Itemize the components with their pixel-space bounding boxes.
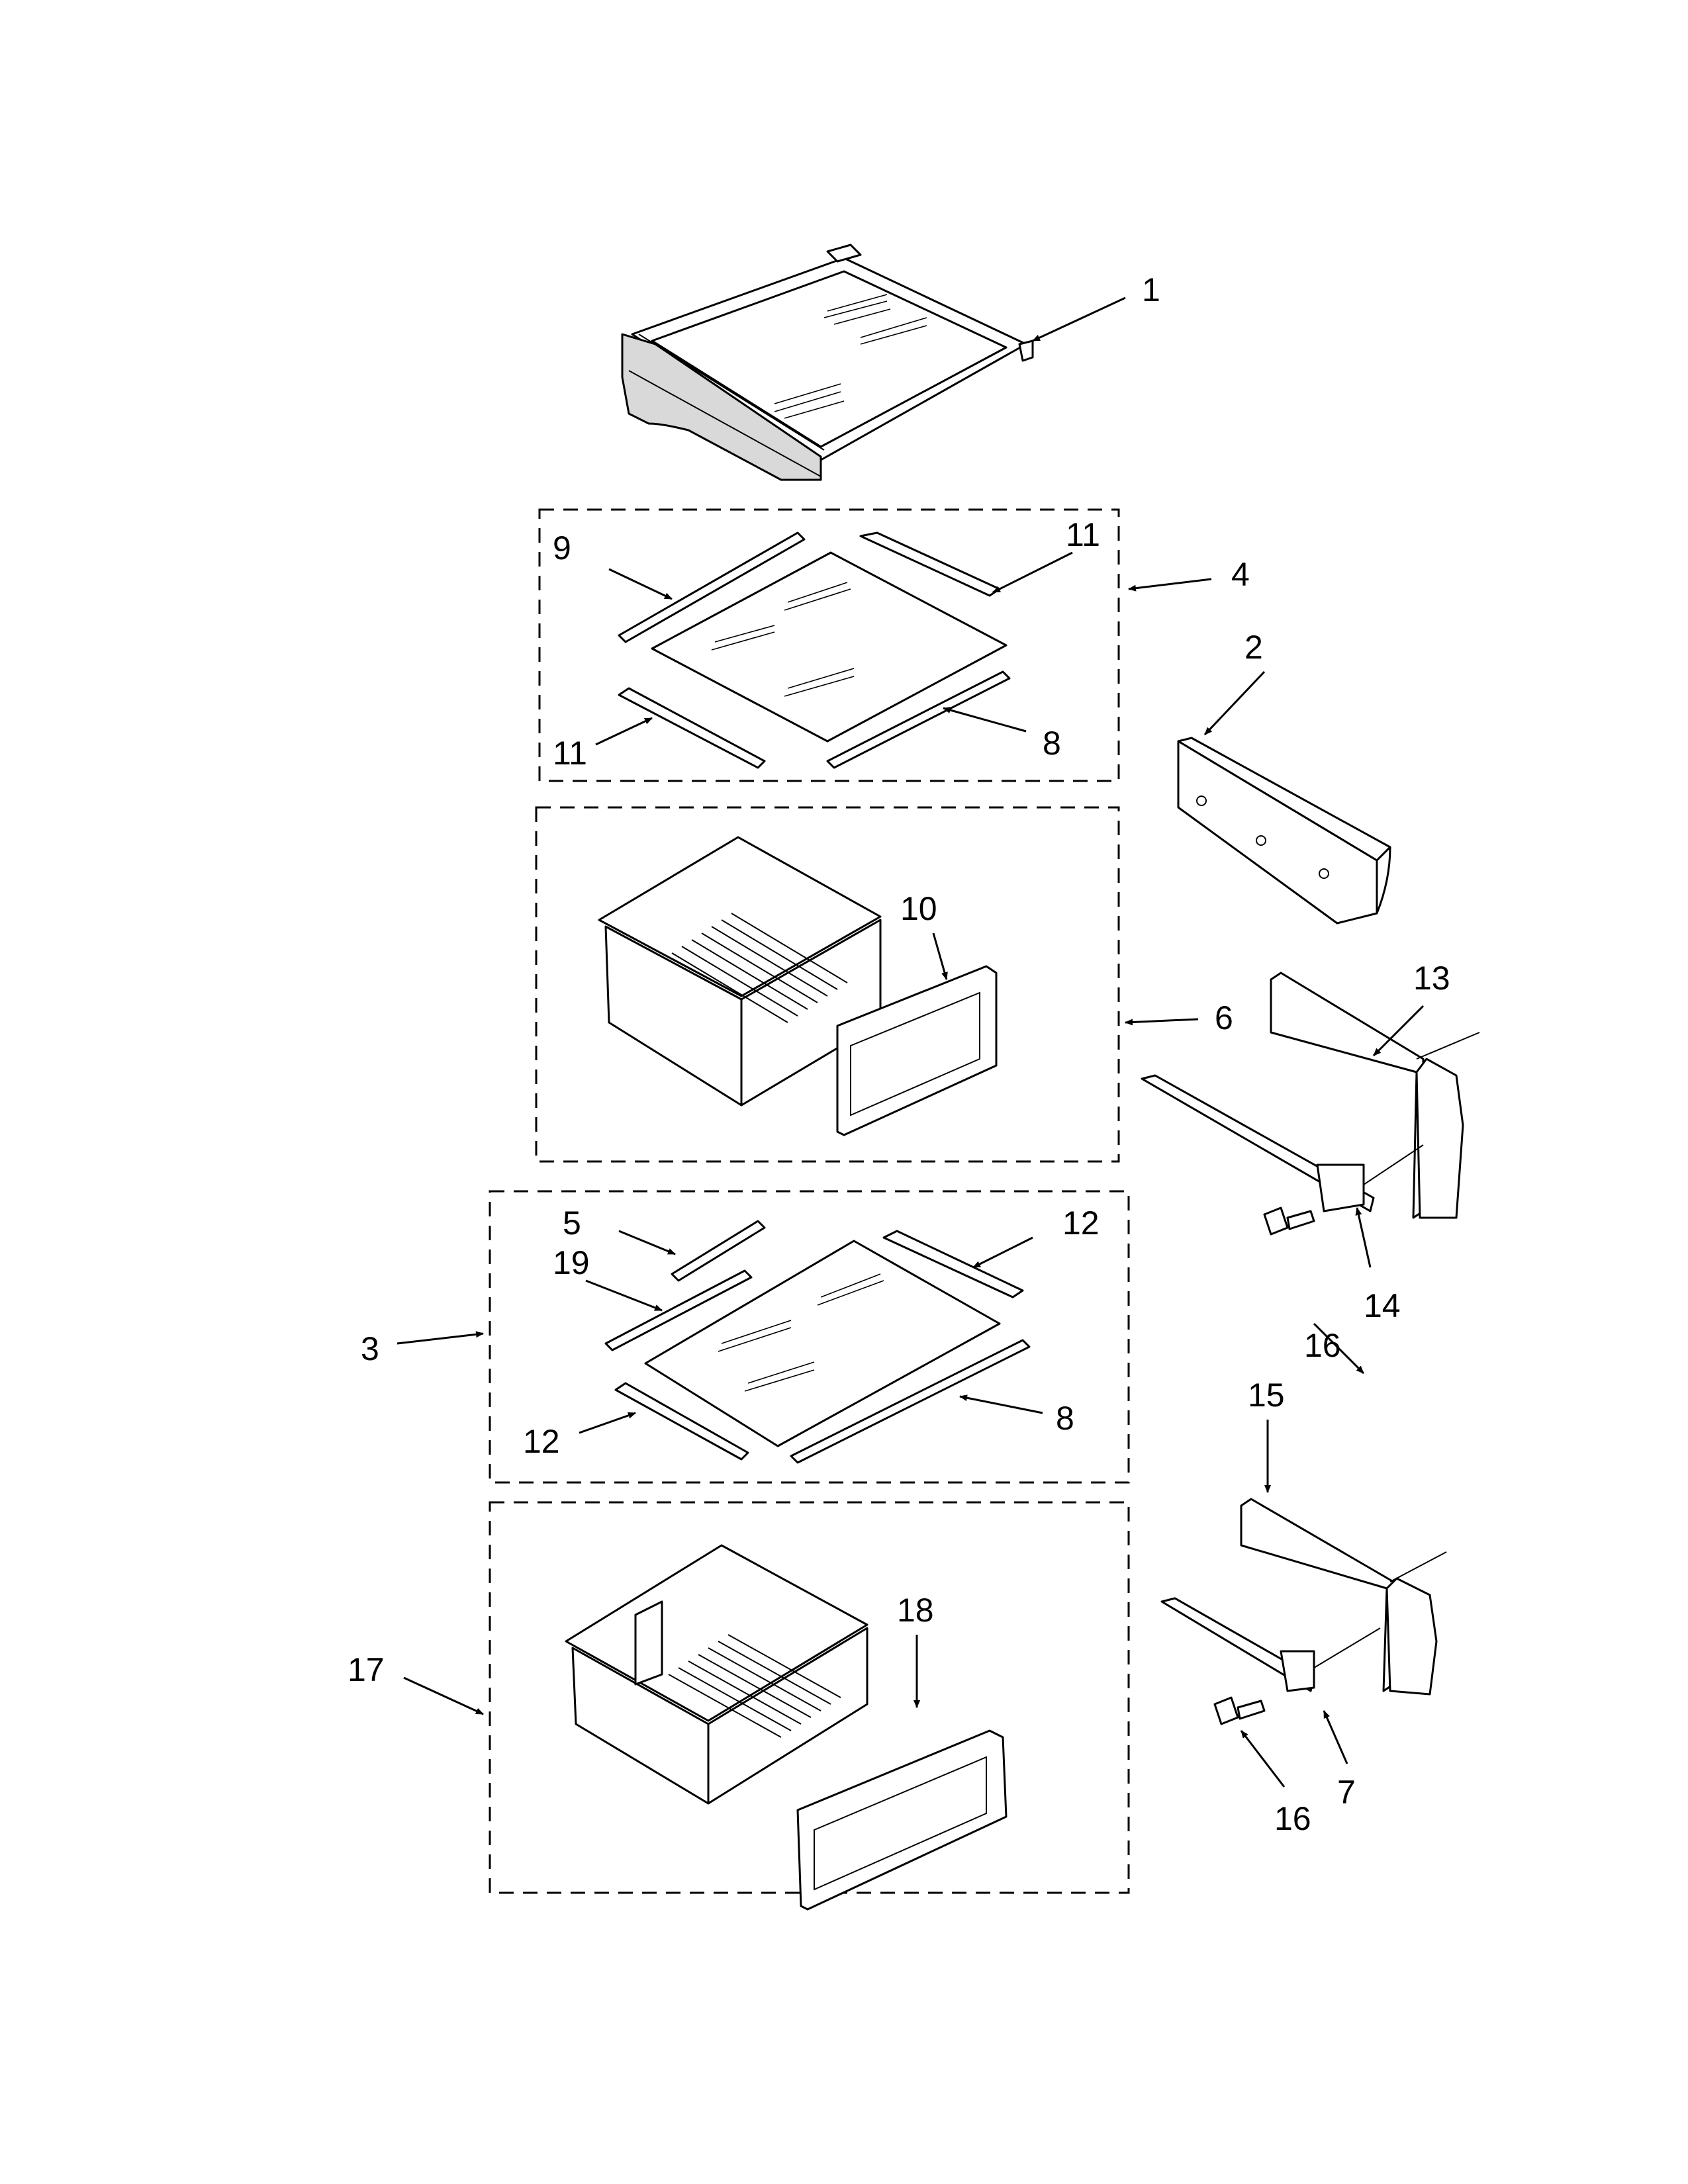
- callout-19: 19: [553, 1244, 590, 1281]
- callout-18: 18: [897, 1592, 934, 1629]
- part-16-upper-screw: [1263, 1206, 1315, 1236]
- callout-13: 13: [1413, 960, 1450, 997]
- callout-8b: 8: [1056, 1400, 1074, 1437]
- part-12-shelf-trim-left: [614, 1382, 749, 1461]
- part-18-lower-drawer-front: [796, 1729, 1008, 1911]
- part-8-glass-shelf-lower: [644, 1240, 1001, 1447]
- callout-5: 5: [563, 1205, 581, 1242]
- callout-labels: 1 2 3 4 5 6 7 8 8 9 10 11 11 12 12 13 14…: [348, 271, 1450, 1837]
- part-6-upper-drawer-bin: [598, 836, 882, 1107]
- leader-lines: [397, 296, 1425, 1788]
- group-3-box: [489, 1190, 1130, 1484]
- part-8-glass-shelf-upper: [651, 551, 1008, 743]
- callout-1: 1: [1142, 271, 1160, 308]
- part-13-upper-drawer-cover: [1270, 972, 1480, 1219]
- part-15-lower-drawer-cover: [1240, 1498, 1447, 1696]
- part-16-lower-screw: [1213, 1696, 1266, 1725]
- part-17-lower-drawer-bin: [565, 1544, 868, 1805]
- callout-6: 6: [1215, 999, 1233, 1036]
- callout-12b: 12: [523, 1423, 560, 1460]
- callout-15: 15: [1248, 1377, 1285, 1414]
- callout-16a: 16: [1304, 1327, 1341, 1364]
- part-1-top-shelf: [621, 244, 1034, 481]
- callout-8a: 8: [1043, 725, 1061, 762]
- callout-11b: 11: [553, 735, 587, 772]
- part-8-shelf-trim-front: [826, 670, 1011, 769]
- part-5-shelf-clip: [671, 1220, 766, 1282]
- part-11-shelf-trim-left: [618, 687, 766, 769]
- callout-4: 4: [1231, 556, 1250, 593]
- part-14-upper-slide-rail: [1141, 1074, 1424, 1212]
- part-2-rail-bracket: [1177, 737, 1391, 925]
- callout-17: 17: [348, 1651, 385, 1688]
- part-9-shelf-trim-rear: [618, 531, 806, 643]
- part-12-shelf-trim-right: [882, 1230, 1024, 1298]
- part-7-lower-slide-rail: [1160, 1597, 1381, 1692]
- callout-3: 3: [361, 1330, 379, 1367]
- group-4-box: [538, 508, 1120, 782]
- callout-10: 10: [900, 890, 937, 927]
- callout-14: 14: [1364, 1287, 1401, 1324]
- part-19-shelf-trim-rear: [604, 1269, 753, 1351]
- callout-9: 9: [553, 529, 571, 567]
- part-8-shelf-trim-front-lower: [790, 1339, 1031, 1464]
- callout-12a: 12: [1062, 1205, 1100, 1242]
- callout-16b: 16: [1274, 1800, 1311, 1837]
- callout-2: 2: [1244, 629, 1263, 666]
- group-6-box: [535, 806, 1120, 1163]
- part-10-upper-drawer-front: [836, 965, 998, 1136]
- callout-11a: 11: [1066, 516, 1100, 553]
- callout-7: 7: [1337, 1774, 1356, 1811]
